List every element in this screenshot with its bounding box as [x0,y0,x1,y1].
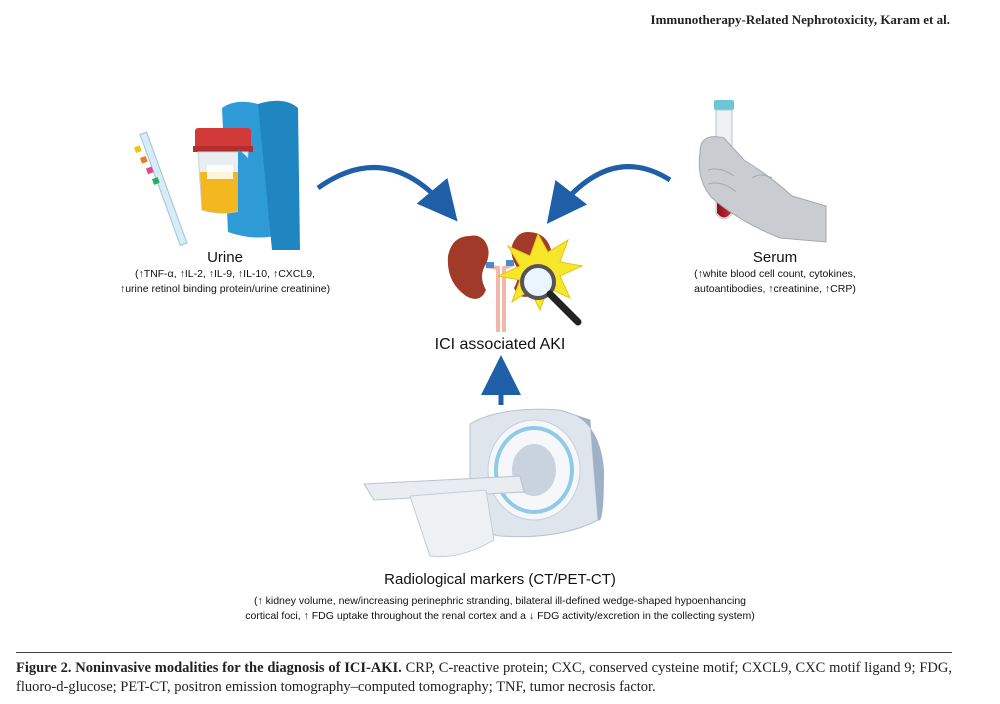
urine-sample-cup-icon [193,100,300,250]
urine-test-strip-icon [134,131,188,247]
running-header: Immunotherapy-Related Nephrotoxicity, Ka… [650,12,950,27]
caption-rule [16,652,952,653]
radiology-markers-line1: (↑ kidney volume, new/increasing perinep… [253,595,747,607]
figure-caption: Figure 2. Noninvasive modalities for the… [16,659,952,697]
radiology-title: Radiological markers (CT/PET-CT) [384,571,616,588]
magnifying-glass-icon [520,264,582,326]
serum-markers-line1: (↑white blood cell count, cytokines, [694,268,856,280]
urine-markers-line2: ↑urine retinol binding protein/urine cre… [119,283,331,295]
figure-2: Urine (↑TNF-α, ↑IL-2, ↑IL-9, ↑IL-10, ↑CX… [119,100,856,622]
serum-to-aki-arrow [546,164,672,224]
arrows [316,164,672,405]
radiology-markers-line2: cortical foci, ↑ FDG uptake throughout t… [245,610,755,622]
urine-to-aki-arrow [316,165,458,222]
serum-blood-tube-icon [698,100,827,243]
urine-title: Urine [207,249,243,266]
serum-title: Serum [752,249,798,266]
figure-illustration [134,100,827,558]
urine-markers-line1: (↑TNF-α, ↑IL-2, ↑IL-9, ↑IL-10, ↑CXCL9, [135,268,315,280]
ici-aki-label: ICI associated AKI [434,336,566,353]
caption-text: CRP, C-reactive protein; CXC, conserved … [16,660,952,695]
ct-scanner-icon [363,408,604,558]
caption-label: Figure 2. Noninvasive modalities for the… [16,660,402,676]
serum-markers-line2: autoantibodies, ↑creatinine, ↑CRP) [694,283,856,295]
